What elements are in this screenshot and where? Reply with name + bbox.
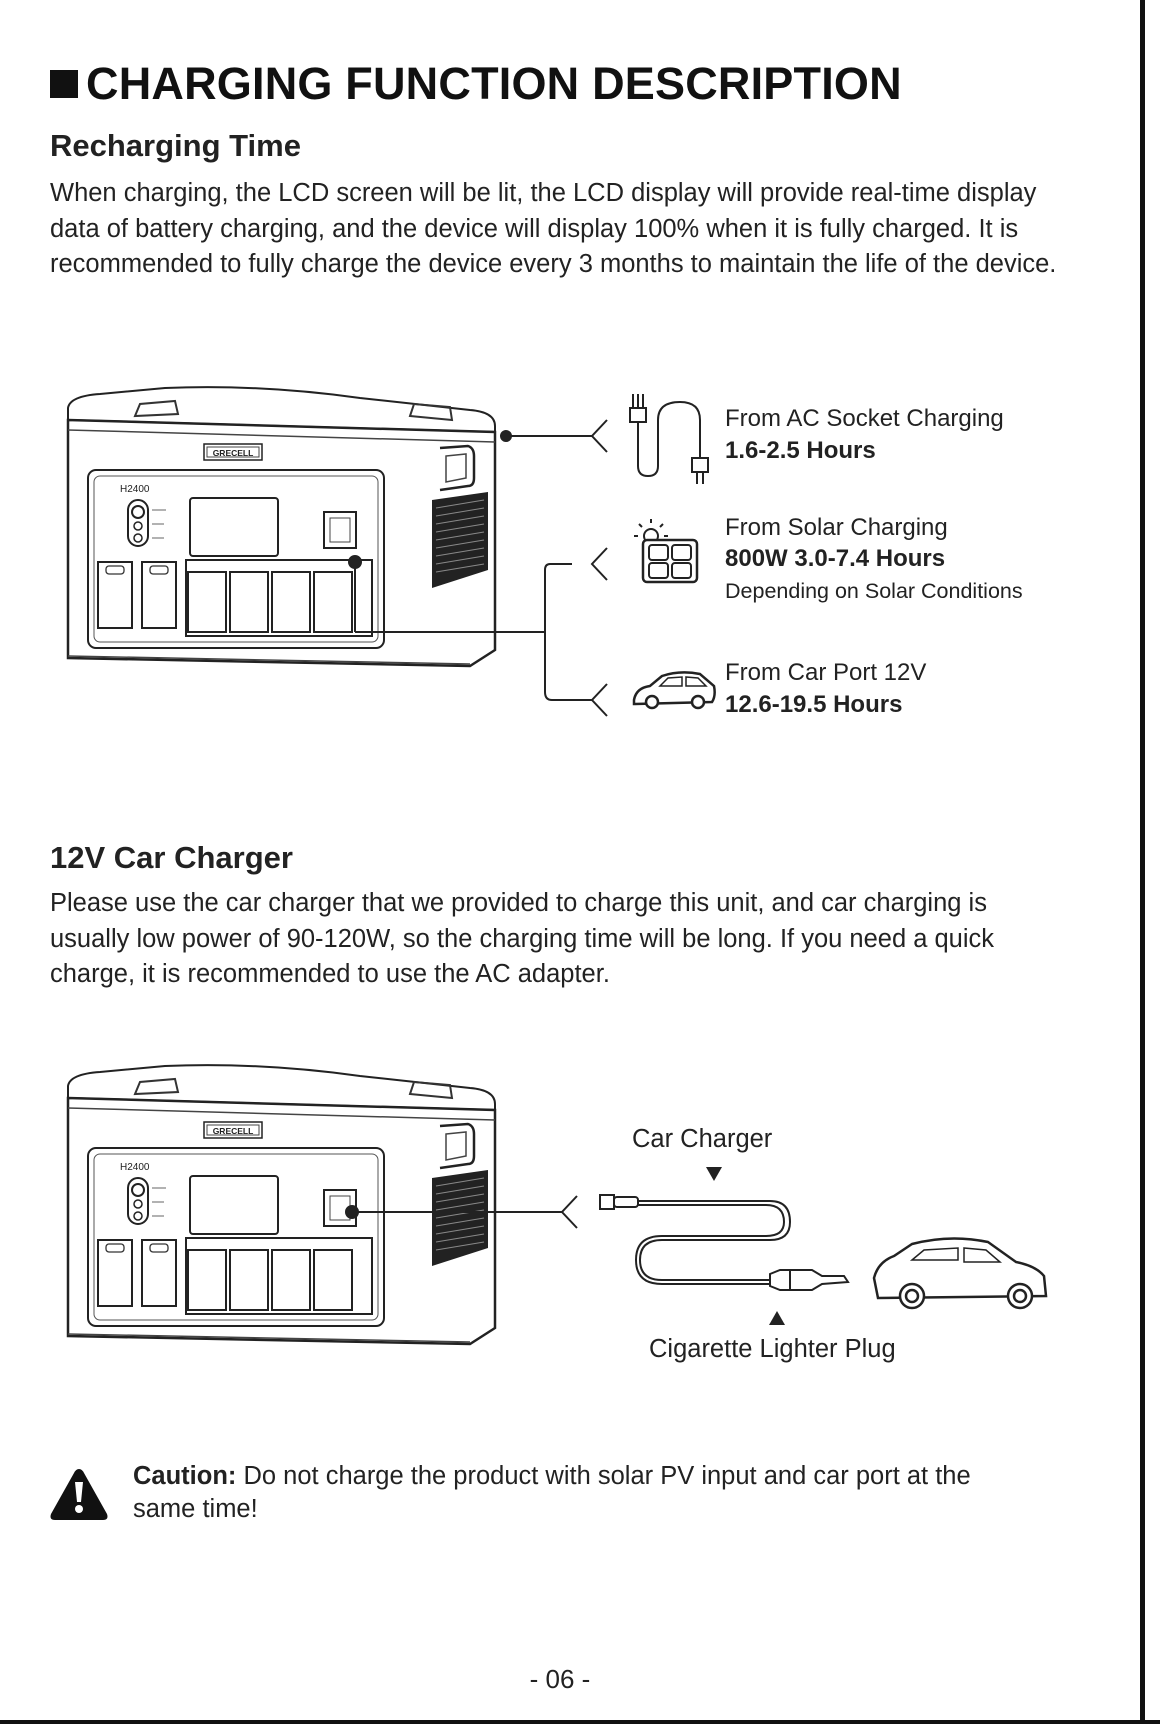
warning-triangle-icon — [50, 1469, 108, 1520]
car-port-charging-time: 12.6-19.5 Hours — [725, 691, 903, 718]
cigarette-lighter-plug-label: Cigarette Lighter Plug — [649, 1335, 896, 1363]
caution-text: Do not charge the product with solar PV … — [133, 1462, 971, 1523]
ac-charging-time: 1.6-2.5 Hours — [725, 437, 876, 464]
car-port-charging-label: From Car Port 12V — [725, 659, 927, 686]
power-station-illustration-2 — [66, 1063, 497, 1346]
page-title: CHARGING FUNCTION DESCRIPTION — [50, 58, 902, 110]
recharging-description: When charging, the LCD screen will be li… — [50, 179, 1057, 278]
solar-charging-note: Depending on Solar Conditions — [725, 579, 1023, 603]
device-brand-label: GRECELL — [213, 448, 254, 458]
ac-plug-icon — [629, 394, 709, 484]
page-border — [1140, 0, 1145, 1724]
solar-panel-icon — [634, 519, 699, 584]
arrow-up-icon — [769, 1311, 785, 1325]
section-title-car-charger: 12V Car Charger — [50, 840, 293, 875]
caution-message: Caution: Do not charge the product with … — [133, 1460, 1033, 1526]
page-border — [0, 1720, 1160, 1724]
car-charger-label: Car Charger — [632, 1125, 773, 1153]
ac-charging-label: From AC Socket Charging — [725, 405, 1004, 432]
power-station-illustration-1 — [66, 385, 497, 668]
solar-charging-time: 800W 3.0-7.4 Hours — [725, 545, 946, 572]
page-title-text: CHARGING FUNCTION DESCRIPTION — [86, 58, 902, 109]
car-charger-description: Please use the car charger that we provi… — [50, 889, 995, 988]
car-icon-large — [872, 1237, 1048, 1310]
arrow-down-icon — [706, 1167, 722, 1181]
caution-label: Caution: — [133, 1462, 237, 1490]
car-icon — [632, 671, 716, 710]
page-number: - 06 - — [529, 1664, 591, 1694]
device-brand-label: GRECELL — [213, 1126, 254, 1136]
device-model-label: H2400 — [120, 1162, 150, 1173]
connection-lines-car-charger — [345, 1195, 578, 1229]
heading-bullet-icon — [50, 70, 78, 98]
solar-charging-label: From Solar Charging — [725, 514, 948, 541]
section-title-recharging-time: Recharging Time — [50, 128, 301, 163]
device-model-label: H2400 — [120, 484, 150, 495]
car-charger-cable-illustration — [599, 1194, 850, 1291]
connection-lines-recharging — [348, 419, 608, 717]
